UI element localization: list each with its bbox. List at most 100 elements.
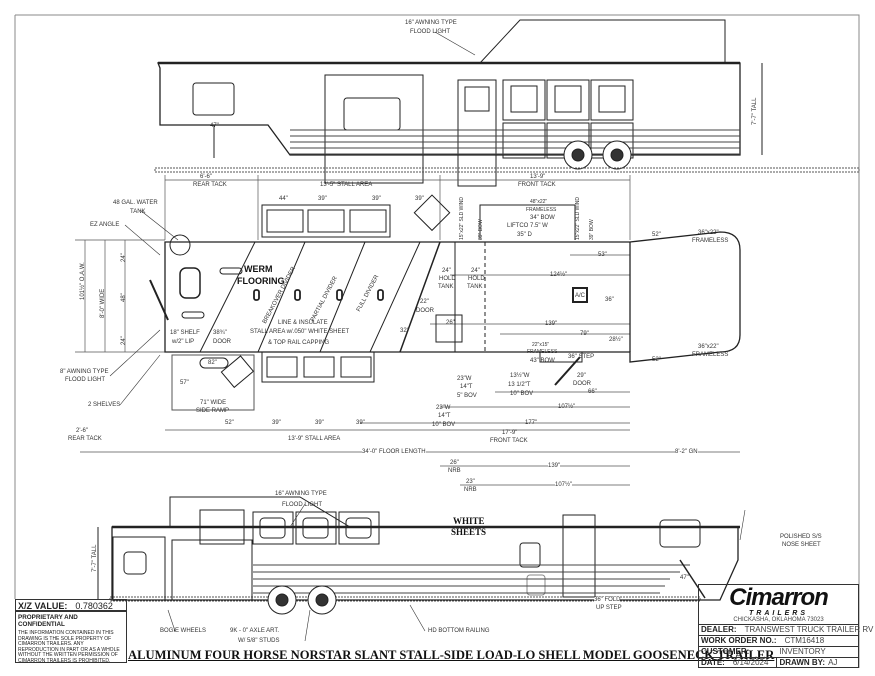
- stall-window: [590, 79, 634, 121]
- drawn-by-label: DRAWN BY:: [776, 658, 825, 668]
- front-tack-label: FRONT TACK: [518, 182, 556, 188]
- rear-tack-label: REAR TACK: [193, 182, 227, 188]
- dim-label: 82": [208, 360, 217, 366]
- dim-label: 32": [400, 328, 409, 334]
- dim-label: 24": [442, 268, 451, 274]
- xz-value-box: X/Z VALUE:0.780362: [15, 599, 127, 611]
- dim-label: 39": [415, 196, 424, 202]
- window-label: 13 1/2"T: [508, 382, 531, 388]
- slider-window-label: 15"x22" SLD WIND: [575, 196, 581, 240]
- stall-window: [502, 79, 546, 121]
- flood-light-label: FLOOD LIGHT: [282, 502, 323, 508]
- fold-step-label: 36" FOLD: [594, 597, 621, 604]
- roof-vent-label: 35" D: [517, 232, 532, 238]
- floor-plan: [149, 194, 741, 411]
- dim-label: 177": [525, 420, 538, 426]
- gooseneck-height-label: 47": [680, 575, 689, 581]
- nrb-label: NRB: [464, 487, 477, 493]
- dim-label: 107½": [558, 404, 576, 410]
- height-label: 7'-7" TALL: [92, 544, 98, 572]
- rear-tack-dim: 2'-6": [76, 428, 88, 434]
- proprietary-heading: PROPRIETARY AND CONFIDENTIAL: [18, 614, 78, 628]
- awning-light-label: 16" AWNING TYPE: [275, 491, 327, 497]
- height-label: 7'-7" TALL: [752, 97, 758, 125]
- customer-label: CUSTOMER:: [701, 647, 750, 656]
- dim-label: 22": [420, 299, 429, 305]
- dealer-label: DEALER:: [701, 625, 737, 634]
- insulation-note: LINE & INSULATE: [278, 320, 328, 326]
- window-label: 14"T: [438, 413, 451, 419]
- dim-label: 107½": [555, 482, 573, 489]
- width-label: 8'-0" WIDE: [100, 288, 106, 318]
- water-tank-label-2: TANK: [130, 209, 146, 215]
- door-label: DOOR: [573, 381, 591, 387]
- dim-label: 52": [652, 357, 661, 363]
- drawing-title: ALUMINUM FOUR HORSE NORSTAR SLANT STALL-…: [128, 648, 775, 662]
- xz-value: 0.780362: [75, 601, 113, 611]
- dim-label: 44": [279, 196, 288, 202]
- dim-label: 38¾": [213, 330, 227, 336]
- dim-label: 52": [225, 420, 234, 426]
- proprietary-text: THE INFORMATION CONTAINED IN THIS DRAWIN…: [18, 630, 120, 664]
- gooseneck-height-label: 47": [210, 123, 219, 129]
- work-order-value: CTM16418: [784, 636, 825, 645]
- roof-vent-label: FRAMELESS: [526, 207, 557, 213]
- stall-window: [546, 79, 590, 121]
- dim-label: 24": [471, 268, 480, 274]
- axle-label: W/ 5/8" STUDS: [238, 638, 280, 644]
- floor-length-label: 34'-0" FLOOR LENGTH: [362, 449, 426, 456]
- dim-label: 57": [180, 380, 189, 386]
- dim-label: 26": [446, 320, 455, 326]
- dim-label: 36": [605, 297, 614, 303]
- front-tack-label: FRONT TACK: [490, 438, 528, 444]
- railing-label: HD BOTTOM RAILING: [428, 628, 490, 634]
- proprietary-notice: PROPRIETARY AND CONFIDENTIAL THE INFORMA…: [15, 611, 127, 664]
- shelf-label: 18" SHELF: [170, 330, 200, 336]
- dim-label: 139": [548, 463, 561, 470]
- logo-subtext: TRAILERS: [749, 610, 808, 617]
- slider-window-label: 15"x22" SLD WIND: [459, 196, 465, 240]
- drawn-by-value: AJ: [828, 658, 838, 667]
- awning-light-label: 16" AWNING TYPE: [405, 20, 457, 26]
- window-label: 23"W: [457, 376, 472, 382]
- work-order-row: WORK ORDER NO.:CTM16418: [699, 635, 858, 646]
- werm-label: WERM: [244, 264, 273, 274]
- roof-vent-label: 34" BOW: [530, 215, 555, 221]
- nose-window-label: 36"x22": [698, 230, 719, 236]
- rear-tack-dim: 6'-6": [200, 174, 212, 180]
- door-label: DOOR: [416, 308, 434, 314]
- date-value: 6/14/2024: [732, 658, 769, 667]
- axle-label: 9K - 0" AXLE ART.: [230, 628, 280, 634]
- nrb-label: NRB: [448, 468, 461, 474]
- overall-width-label: 101½" O.A.W.: [80, 262, 86, 300]
- nose-window-label: FRAMELESS: [692, 352, 729, 358]
- window-label: 10" BOV: [432, 422, 456, 428]
- window-label: 14"T: [460, 384, 473, 390]
- rear-tack-label: REAR TACK: [68, 436, 102, 442]
- stall-window: [598, 85, 626, 113]
- dealer-row: DEALER: TRANSWEST TRUCK TRAILER RV: [699, 624, 873, 635]
- side-elevation-bottom: [97, 496, 740, 615]
- stall-area-top-label: 13'-5" STALL AREA: [320, 182, 373, 188]
- side-elevation-top: [157, 19, 763, 187]
- water-tank-label: 48 GAL. WATER: [113, 200, 158, 206]
- awning-light-label: 8" AWNING TYPE: [60, 369, 109, 375]
- window-label: 22"x15": [532, 342, 550, 348]
- nose-sheet-label: POLISHED S/S: [780, 534, 822, 540]
- roof-vent-label: LIFTCO 7.5" W: [507, 223, 548, 229]
- insulation-note: & TOP RAIL CAPPING: [268, 340, 330, 346]
- stall-window: [502, 122, 546, 159]
- dim-label: 139": [545, 321, 558, 327]
- nose-window-label: 36"x22": [698, 344, 719, 350]
- dim-label: 39": [372, 196, 381, 202]
- front-tack-dim: 13'-9": [530, 174, 546, 180]
- dealer-value: TRANSWEST TRUCK TRAILER RV: [744, 625, 874, 634]
- white-sheets-label: WHITE: [453, 516, 485, 526]
- stall-area-bottom-label: 13'-9" STALL AREA: [288, 436, 341, 442]
- side-ramp-label: 71" WIDE: [200, 400, 227, 406]
- roof-vent-label: 48"x22": [530, 199, 548, 205]
- dim-label: 26": [450, 460, 459, 466]
